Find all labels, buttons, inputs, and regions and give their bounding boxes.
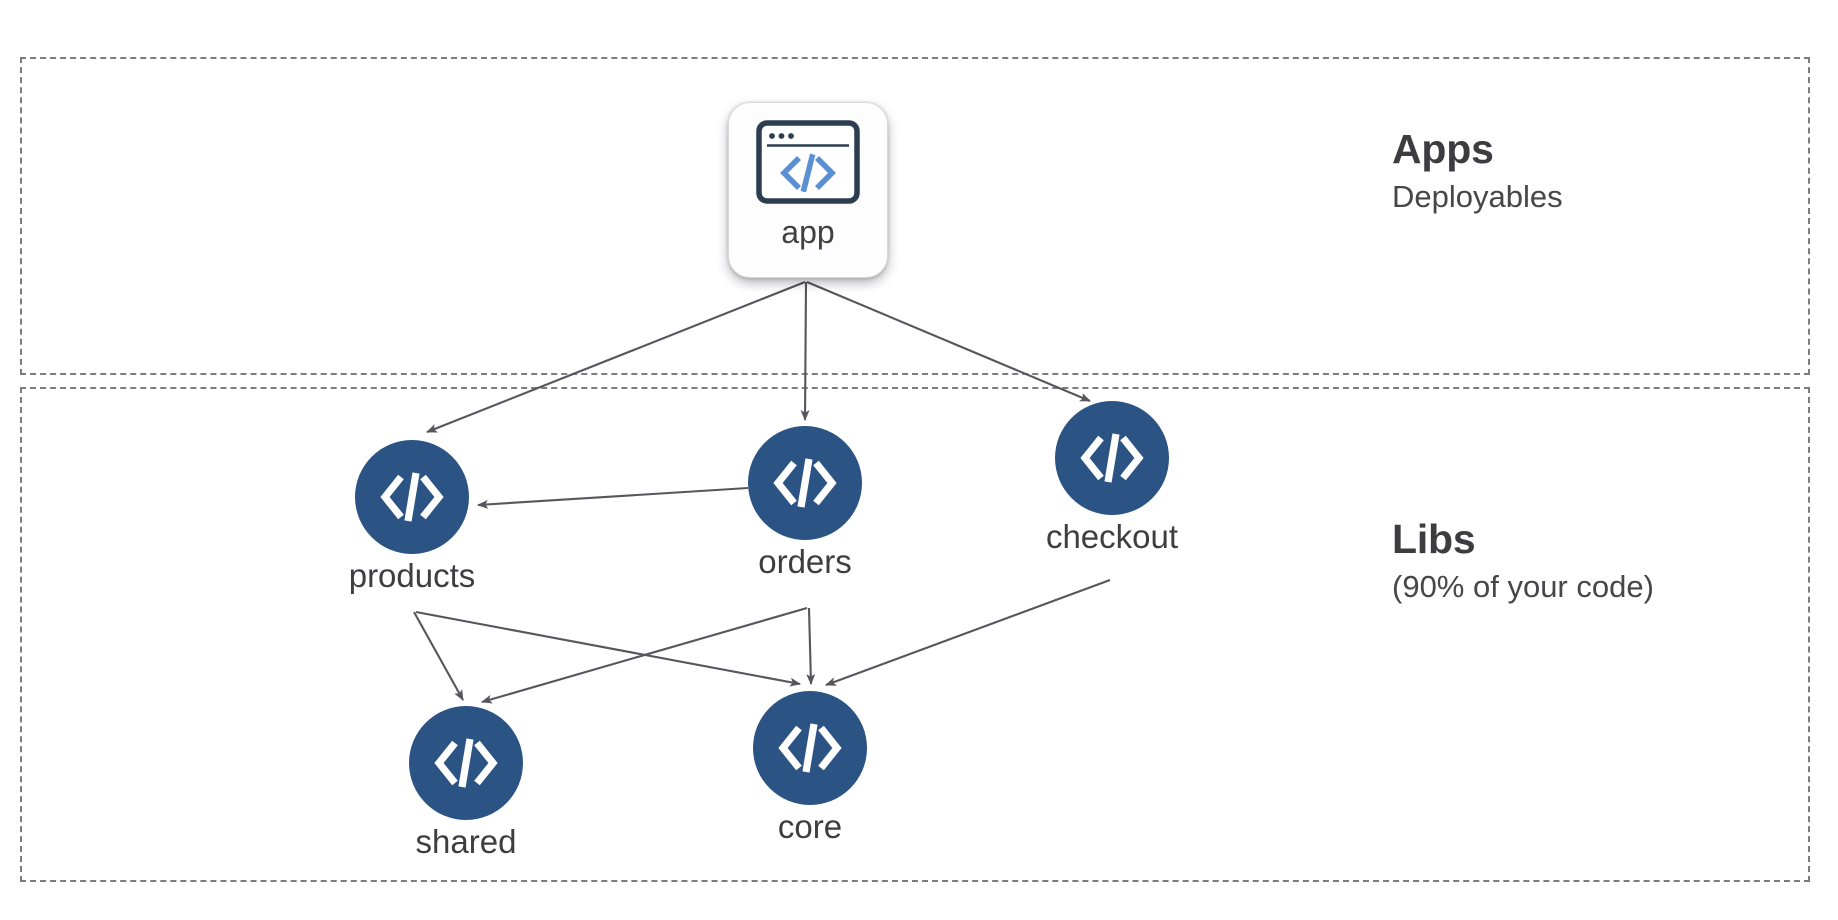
zone-libs: [20, 387, 1810, 882]
node-orders[interactable]: orders: [748, 426, 862, 580]
browser-code-icon: [756, 120, 860, 204]
code-brackets-icon: [380, 472, 444, 522]
node-checkout-label: checkout: [1045, 518, 1179, 555]
code-brackets-icon: [778, 723, 842, 773]
zone-apps: [20, 57, 1810, 375]
node-products-label: products: [348, 557, 476, 594]
node-shared-label: shared: [415, 823, 517, 860]
node-orders-label: orders: [758, 543, 852, 580]
node-app-label: app: [781, 214, 835, 250]
node-checkout[interactable]: checkout: [1046, 401, 1178, 555]
zone-apps-subtitle: Deployables: [1392, 179, 1563, 215]
node-app[interactable]: app: [728, 102, 888, 278]
code-brackets-icon: [434, 738, 498, 788]
node-products-disc: [355, 440, 469, 554]
zone-apps-title: Apps: [1392, 126, 1494, 172]
node-core-label: core: [777, 808, 843, 845]
zone-libs-title: Libs: [1392, 516, 1476, 562]
node-core[interactable]: core: [753, 691, 867, 845]
zone-libs-subtitle: (90% of your code): [1392, 569, 1654, 605]
node-core-disc: [753, 691, 867, 805]
code-brackets-icon: [773, 458, 837, 508]
zone-libs-caption: Libs (90% of your code): [1392, 516, 1654, 605]
zone-apps-caption: Apps Deployables: [1392, 126, 1563, 215]
node-shared[interactable]: shared: [409, 706, 523, 860]
node-products[interactable]: products: [349, 440, 475, 594]
node-checkout-disc: [1055, 401, 1169, 515]
node-shared-disc: [409, 706, 523, 820]
code-brackets-icon: [1080, 433, 1144, 483]
node-orders-disc: [748, 426, 862, 540]
